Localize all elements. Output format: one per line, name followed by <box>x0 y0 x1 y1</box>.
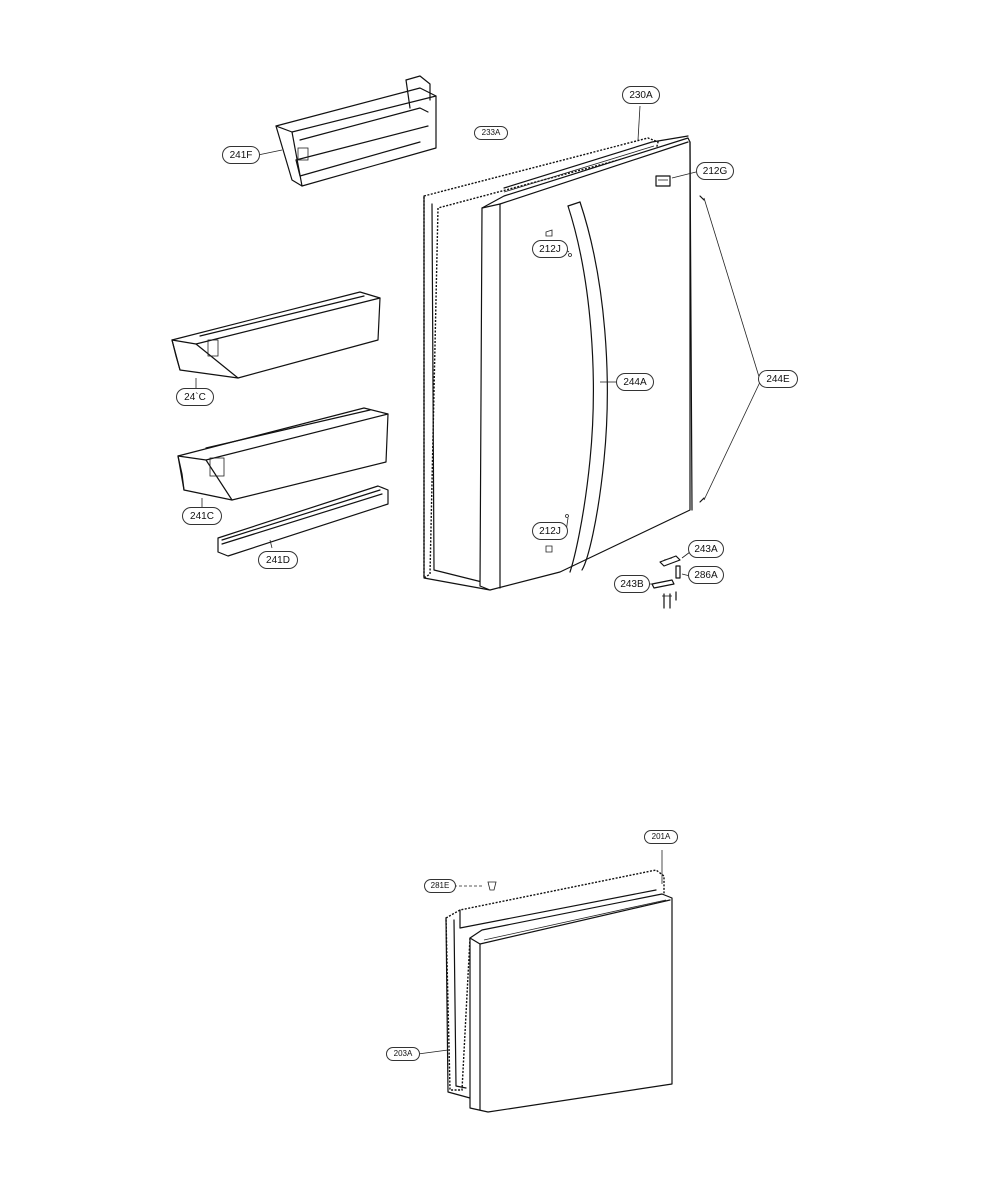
callout-241c-bottom: 241C <box>182 507 222 525</box>
callout-212j-bottom: 212J <box>532 522 568 540</box>
screw-281e <box>487 881 497 891</box>
leader-203a <box>417 1049 449 1055</box>
callout-212g: 212G <box>696 162 734 180</box>
callout-286a: 286A <box>688 566 724 584</box>
door-gasket-233a <box>423 137 659 591</box>
door-panel-230a <box>479 135 693 591</box>
callout-244a: 244A <box>616 373 654 391</box>
callout-203a: 203A <box>386 1047 420 1061</box>
leader-244e-bottom <box>703 381 761 501</box>
door-rail-241d <box>217 485 389 557</box>
door-bin-241f <box>275 75 437 187</box>
leader-212g <box>671 171 697 179</box>
callout-201a: 201A <box>644 830 678 844</box>
leader-241f <box>257 149 283 156</box>
callout-230a: 230A <box>622 86 660 104</box>
callout-241c-top: 24`C <box>176 388 214 406</box>
callout-281e: 281E <box>424 879 456 893</box>
leader-241d <box>269 539 273 549</box>
callout-244e: 244E <box>758 370 798 388</box>
callout-241d: 241D <box>258 551 298 569</box>
leader-230a <box>637 105 641 141</box>
freezer-door-panel <box>469 893 673 1113</box>
callout-243b: 243B <box>614 575 650 593</box>
callout-212j-top: 212J <box>532 240 568 258</box>
door-bin-241c-bottom <box>177 407 389 501</box>
callout-243a: 243A <box>688 540 724 558</box>
callout-241f: 241F <box>222 146 260 164</box>
hinge-parts <box>651 555 681 609</box>
door-trim-244e <box>699 195 705 503</box>
leader-244e-top <box>703 197 761 381</box>
callout-233a: 233A <box>474 126 508 140</box>
door-bin-241c-top <box>171 291 381 379</box>
